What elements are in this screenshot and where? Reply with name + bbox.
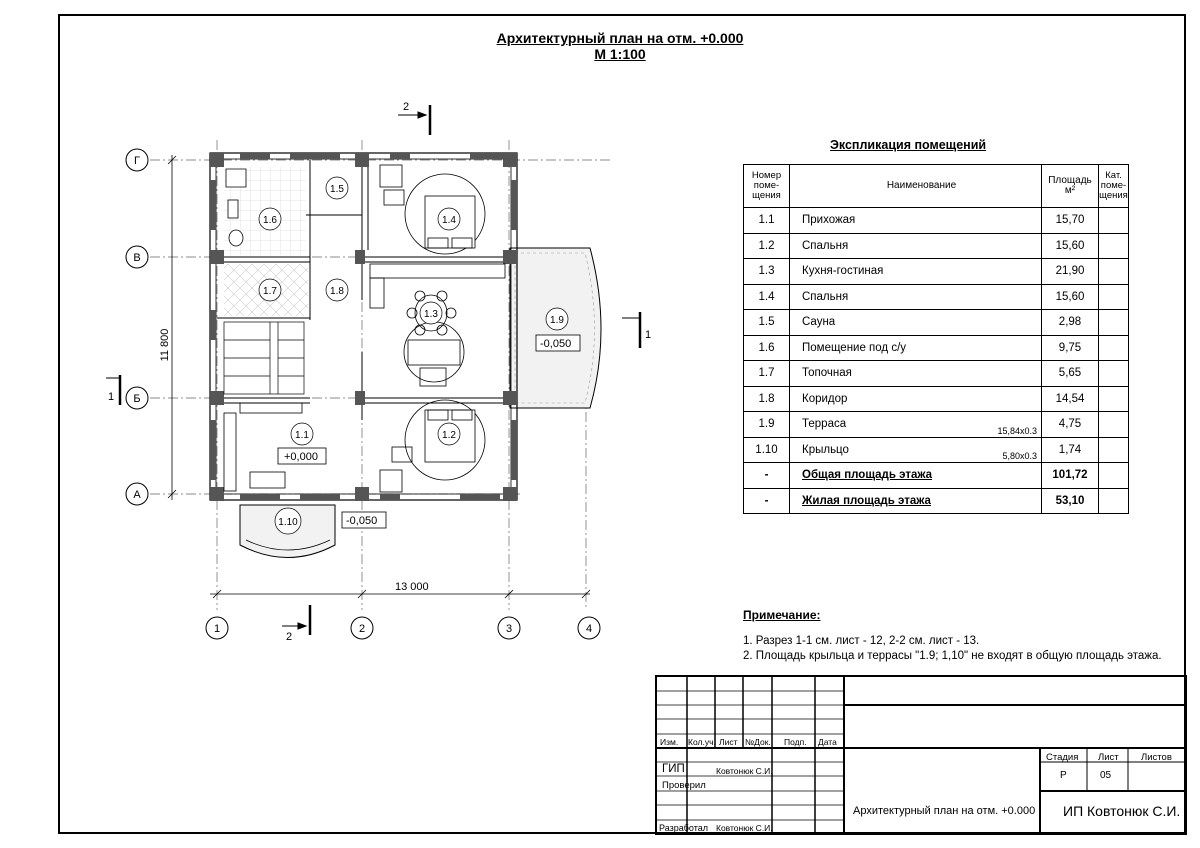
axis-row-b: Б <box>133 393 140 405</box>
room-1-6: 1.6 <box>258 207 282 231</box>
svg-text:1.2: 1.2 <box>442 430 456 441</box>
svg-text:1.10: 1.10 <box>278 517 298 528</box>
header-num: Номер поме-щения <box>743 164 790 208</box>
note-item: 1. Разрез 1-1 см. лист - 12, 2-2 см. лис… <box>743 635 980 647</box>
axis-col-3: 3 <box>506 623 512 635</box>
room-1-3: 1.3 <box>419 301 443 325</box>
svg-text:1.1: 1.1 <box>295 430 309 441</box>
svg-text:1: 1 <box>645 329 651 341</box>
axis-col-markers: 1 2 3 4 <box>205 616 601 640</box>
title-block-grid <box>655 675 1187 835</box>
notes: 1. Разрез 1-1 см. лист - 12, 2-2 см. лис… <box>743 634 1162 664</box>
role-checked: Проверил <box>662 780 706 791</box>
axis-row-a: А <box>133 489 141 501</box>
sheet-label: Лист <box>1098 752 1119 763</box>
svg-text:1.4: 1.4 <box>442 215 456 226</box>
stamp-header: Лист <box>719 737 738 747</box>
stamp-drawing-title: Архитектурный план на отм. +0.000 <box>853 805 1036 817</box>
room-1-4: 1.4 <box>437 207 461 231</box>
note-item: 2. Площадь крыльца и террасы "1.9; 1,10"… <box>743 650 1162 662</box>
stamp-header: №Док. <box>745 737 771 747</box>
title-line-2: М 1:100 <box>594 46 646 62</box>
sheet-value: 05 <box>1100 770 1112 781</box>
author-gip: Ковтонюк С.И. <box>716 766 773 776</box>
room-1-1: 1.1 <box>290 422 314 446</box>
section-labels: 2 2 1 1 <box>108 101 651 643</box>
axis-row-g: Г <box>134 155 140 167</box>
stamp-header: Дата <box>818 737 837 747</box>
level-porch: -0,050 <box>346 515 377 527</box>
room-1-5: 1.5 <box>325 176 349 200</box>
axis-row-markers: Г В Б А <box>125 148 149 506</box>
author-developed: Ковтонюк С.И. <box>716 823 773 833</box>
svg-text:1.7: 1.7 <box>263 286 277 297</box>
room-1-10: 1.10 <box>274 507 302 535</box>
room-1-9: 1.9 <box>545 307 569 331</box>
room-1-2: 1.2 <box>437 422 461 446</box>
sheets-label: Листов <box>1141 752 1172 763</box>
svg-text:1.5: 1.5 <box>330 184 344 195</box>
room-1-7: 1.7 <box>258 278 282 302</box>
stage-label: Стадия <box>1046 752 1079 763</box>
area-formula: 15,84x0.3 <box>997 425 1037 436</box>
notes-title: Примечание: <box>743 608 821 622</box>
header-area: Площадь м² <box>1041 164 1099 208</box>
level-marks: +0,000 -0,050 -0,050 <box>277 334 581 529</box>
area-formula: 5,80x0.3 <box>1002 451 1037 461</box>
svg-text:1.6: 1.6 <box>263 215 277 226</box>
axis-row-v: В <box>133 252 140 264</box>
axis-col-4: 4 <box>586 623 592 635</box>
title-line-1: Архитектурный план на отм. +0.000 <box>496 30 744 46</box>
stamp-header: Изм. <box>660 737 679 747</box>
sheet-frame <box>58 14 1186 834</box>
svg-text:1.3: 1.3 <box>424 309 438 320</box>
svg-text:2: 2 <box>403 101 409 113</box>
level-terrace: -0,050 <box>540 338 571 350</box>
explication-title: Экспликация помещений <box>830 138 987 152</box>
explication-table: Номер поме-щения Наименование Площадь м²… <box>743 164 1129 514</box>
wall-columns <box>210 153 517 501</box>
role-gip: ГИП <box>662 763 685 775</box>
header-cat: Кат. поме-щения <box>1098 164 1129 208</box>
svg-text:1.8: 1.8 <box>330 286 344 297</box>
header-name: Наименование <box>789 164 1042 208</box>
dim-vertical: 11 800 <box>159 329 171 362</box>
svg-text:2: 2 <box>286 631 292 643</box>
axis-col-1: 1 <box>214 623 220 635</box>
room-markers: 1.1 1.2 1.3 1.4 1.5 1.6 1.7 1.8 1.9 1.10 <box>258 176 569 535</box>
drawing-title: Архитектурный план на отм. +0.000 М 1:10… <box>420 30 820 62</box>
stage-value: Р <box>1060 770 1067 781</box>
dim-horizontal: 13 000 <box>395 581 429 593</box>
svg-text:1: 1 <box>108 391 114 403</box>
axis-col-2: 2 <box>359 623 365 635</box>
stair <box>223 321 305 395</box>
svg-text:1.9: 1.9 <box>550 315 564 326</box>
section-marks <box>106 105 642 635</box>
role-developed: Разработал <box>659 823 708 833</box>
stamp-company: ИП Ковтонюк С.И. <box>1063 803 1181 819</box>
room-1-8: 1.8 <box>325 278 349 302</box>
stamp-header: Кол.уч. <box>688 737 716 747</box>
stamp-header: Подп. <box>784 737 807 747</box>
level-main: +0,000 <box>284 451 318 463</box>
